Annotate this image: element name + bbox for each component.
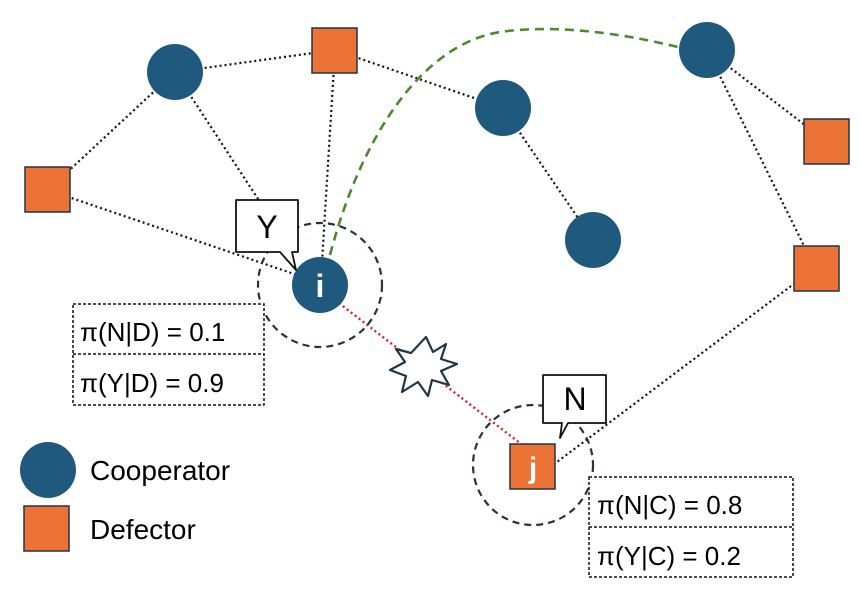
node-j-label: j (528, 452, 537, 485)
defector-node-c (24, 166, 71, 213)
speech-bubble-i: Y (235, 199, 299, 271)
focus-circle-j (471, 403, 595, 527)
legend-cooperator-label: Cooperator (90, 455, 230, 486)
node-i (292, 257, 348, 313)
burst-icon (388, 335, 459, 398)
legend-cooperator-icon (20, 442, 76, 498)
defector-node-k (793, 245, 840, 292)
legend: Cooperator Defector (20, 442, 230, 552)
cooperator-node-g (679, 22, 735, 78)
cooperator-node-f (565, 212, 621, 268)
speech-text-i: Y (256, 209, 277, 245)
defector-node-b (311, 27, 358, 74)
edge-c-i (47, 188, 301, 278)
edge-k-j (552, 267, 816, 466)
policy-box-j: π(N|C) = 0.8 π(Y|C) = 0.2 (588, 476, 794, 578)
speech-bubble-icon (235, 199, 299, 271)
policy-j-line-1: π(N|C) = 0.8 (597, 490, 742, 520)
policy-box-i: π(N|D) = 0.1 π(Y|D) = 0.9 (72, 303, 265, 406)
green-dashed-link (328, 27, 683, 256)
node-i-label: i (316, 268, 325, 304)
cooperator-node-a (147, 44, 203, 100)
cooperator-node-e (475, 80, 531, 136)
legend-defector-label: Defector (90, 514, 196, 545)
speech-bubble-j: N (542, 374, 607, 439)
policy-i-line-2: π(Y|D) = 0.9 (80, 368, 224, 398)
policy-j-line-2: π(Y|C) = 0.2 (597, 541, 741, 571)
focus-circle-i (256, 221, 384, 349)
node-j (509, 443, 556, 490)
policy-i-line-1: π(N|D) = 0.1 (80, 317, 225, 347)
edge-g-k (706, 49, 816, 269)
legend-defector-icon (23, 505, 70, 552)
speech-bubble-icon (542, 374, 607, 439)
edge-a-c (47, 71, 176, 191)
edge-b-i (320, 49, 337, 263)
defector-node-h (803, 118, 850, 165)
speech-text-j: N (563, 381, 586, 417)
